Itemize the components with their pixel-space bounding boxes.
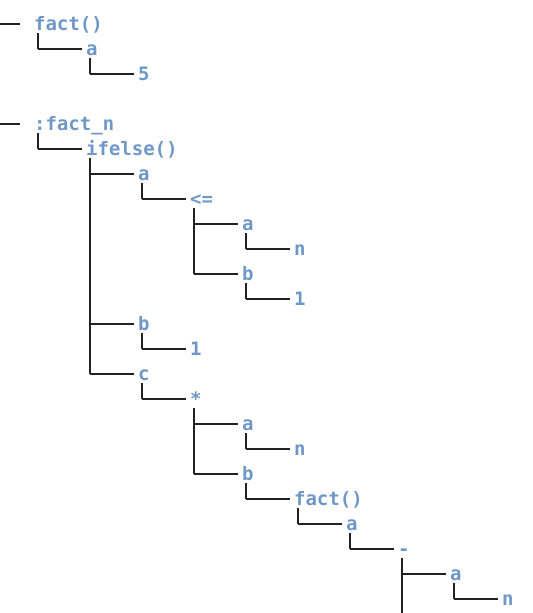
tree-node-label: fact() xyxy=(294,488,363,510)
tree-node-label: a xyxy=(86,38,97,60)
tree-node-label: 1 xyxy=(190,338,201,360)
tree-node-label: :fact_n xyxy=(34,113,114,135)
tree-node-label: b xyxy=(242,463,253,485)
tree-node-label: n xyxy=(294,238,305,260)
tree-node-label: a xyxy=(242,213,253,235)
tree-node-label: a xyxy=(346,513,357,535)
tree-node-label: a xyxy=(138,163,149,185)
tree-node-label: 5 xyxy=(138,63,149,85)
tree-node-label: ifelse() xyxy=(86,138,178,160)
tree-node-label: n xyxy=(502,588,513,610)
tree-node-label: n xyxy=(294,438,305,460)
tree-node-labels: fact() a 5 :fact_n ifelse() a <= a n b 1 b 1 c * a n b fac… xyxy=(34,13,513,610)
tree-node-label: - xyxy=(398,538,409,560)
tree-node-label: a xyxy=(242,413,253,435)
tree-node-label: fact() xyxy=(34,13,103,35)
tree-connectors xyxy=(0,23,498,613)
tree-node-label: <= xyxy=(190,188,213,210)
tree-node-label: 1 xyxy=(294,288,305,310)
tree-node-label: b xyxy=(242,263,253,285)
tree-node-label: a xyxy=(450,563,461,585)
tree-node-label: c xyxy=(138,363,149,385)
tree-node-label: b xyxy=(138,313,149,335)
tree-node-label: * xyxy=(190,388,201,410)
